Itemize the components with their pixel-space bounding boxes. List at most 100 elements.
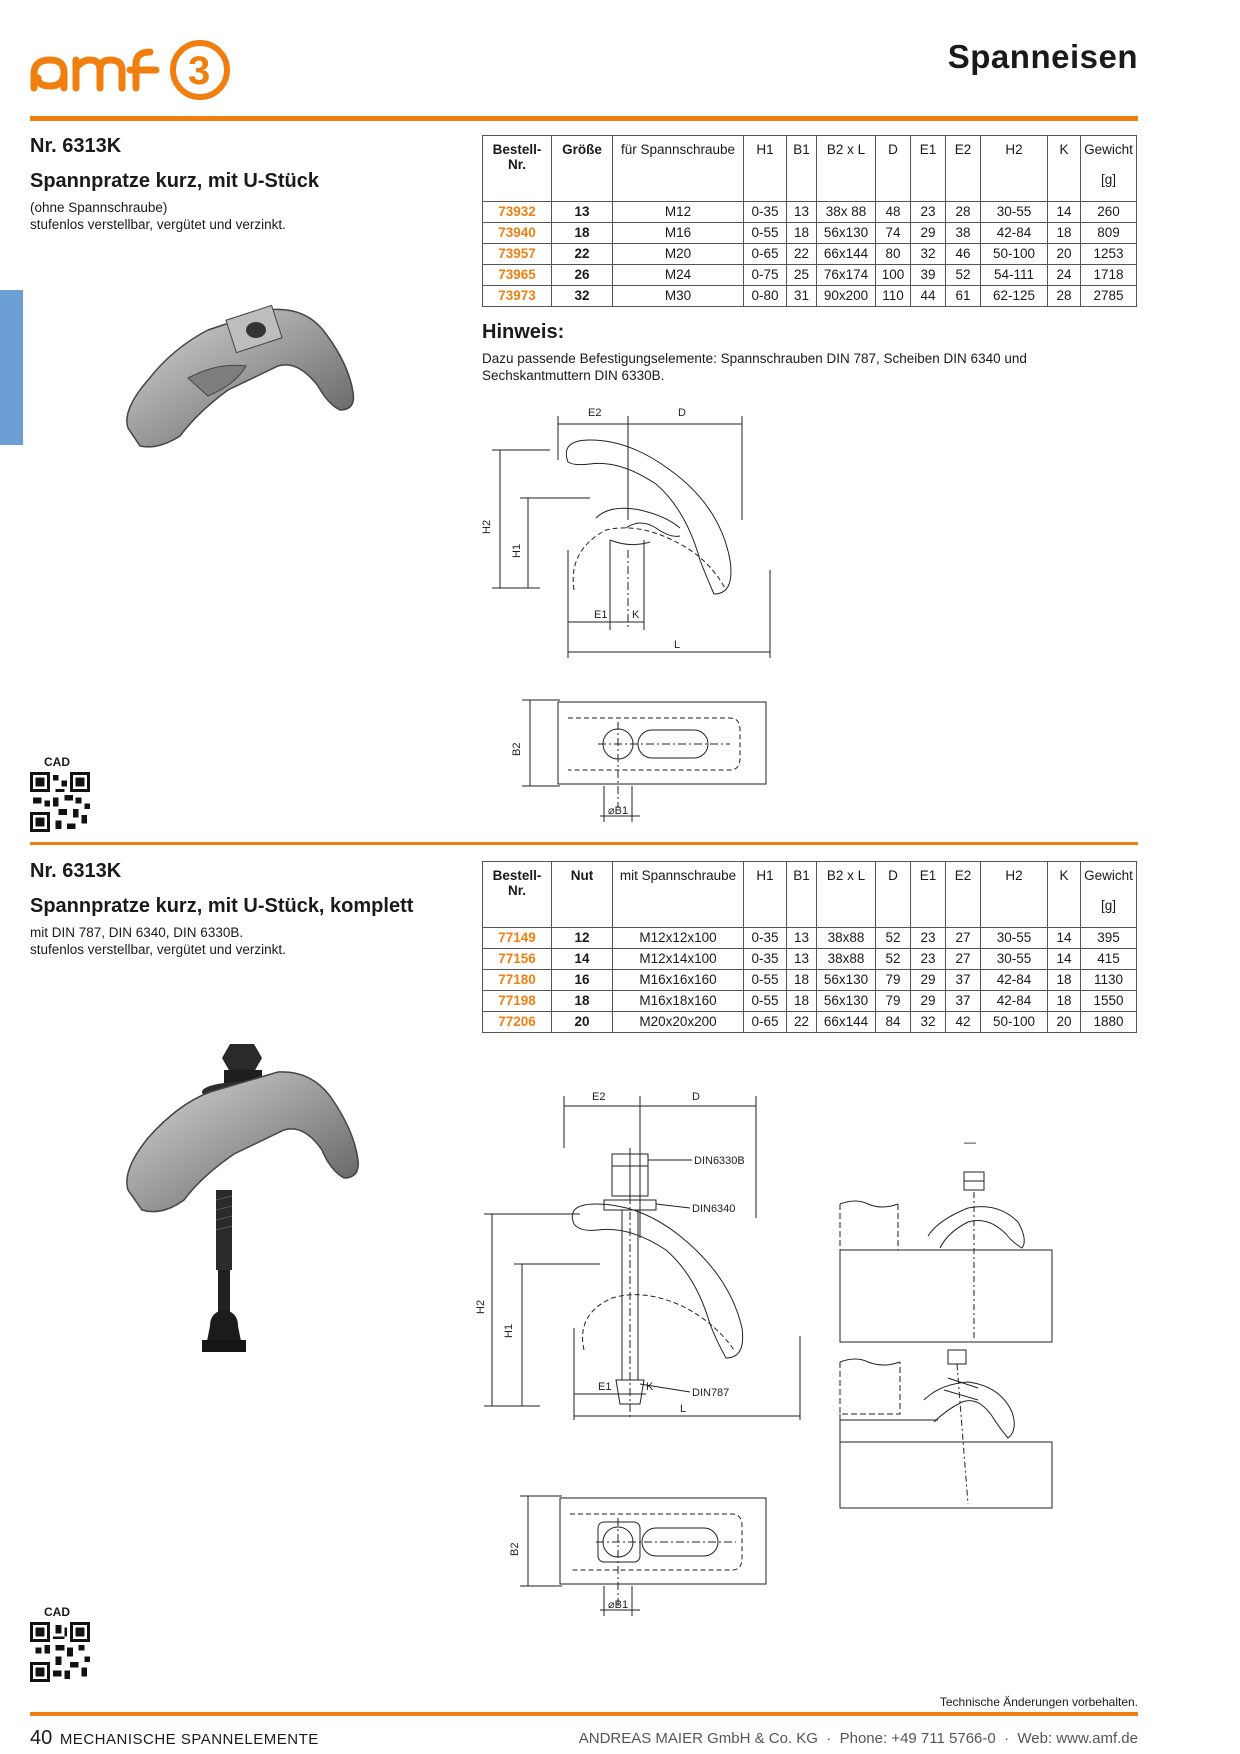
th-d: D bbox=[875, 861, 911, 928]
cell-b1: 18 bbox=[786, 222, 817, 244]
cell-weight: 1718 bbox=[1080, 264, 1137, 286]
cell-k: 20 bbox=[1047, 1011, 1081, 1033]
cell-size: 22 bbox=[551, 243, 613, 265]
cell-b1: 18 bbox=[786, 969, 817, 991]
side-tab bbox=[0, 290, 23, 445]
cell-h1: 0-65 bbox=[743, 243, 787, 265]
cell-size: 13 bbox=[551, 201, 613, 223]
application-drawings: — bbox=[828, 1130, 1058, 1530]
section1-desc-line1: (ohne Spannschraube) bbox=[30, 200, 168, 215]
th-screw: mit Spannschraube bbox=[612, 861, 744, 928]
cad-qr-code[interactable] bbox=[30, 772, 90, 832]
cell-k: 14 bbox=[1047, 201, 1081, 223]
cell-screw: M12x14x100 bbox=[612, 948, 744, 970]
cell-weight: 1880 bbox=[1080, 1011, 1137, 1033]
cell-weight: 260 bbox=[1080, 201, 1137, 223]
order-number[interactable]: 77149 bbox=[482, 927, 552, 949]
cell-d: 80 bbox=[875, 243, 911, 265]
order-number[interactable]: 73965 bbox=[482, 264, 552, 286]
th-k: K bbox=[1047, 861, 1081, 928]
cell-b2l: 56x130 bbox=[816, 969, 876, 991]
cell-h2: 62-125 bbox=[980, 285, 1048, 307]
cell-b1: 25 bbox=[786, 264, 817, 286]
cell-b2l: 56x130 bbox=[816, 990, 876, 1012]
hinweis-text: Dazu passende Befestigungselemente: Span… bbox=[482, 351, 1027, 383]
cell-b2l: 90x200 bbox=[816, 285, 876, 307]
dim-h2: H2 bbox=[481, 520, 493, 534]
cell-e2: 27 bbox=[945, 948, 981, 970]
cell-d: 100 bbox=[875, 264, 911, 286]
section1-title: Spannpratze kurz, mit U-Stück bbox=[30, 170, 319, 192]
section1-desc: (ohne Spannschraube) stufenlos verstellb… bbox=[30, 199, 286, 233]
order-number[interactable]: 77198 bbox=[482, 990, 552, 1012]
section2-table: Bestell-Nr. Nut mit Spannschraube H1 B1 … bbox=[482, 861, 1137, 1033]
cell-size: 20 bbox=[551, 1011, 613, 1033]
dim-h2: H2 bbox=[475, 1300, 487, 1314]
th-gewicht: Gewicht[g] bbox=[1080, 135, 1137, 202]
section2-desc: mit DIN 787, DIN 6340, DIN 6330B. stufen… bbox=[30, 924, 286, 958]
product-photo-clamp bbox=[118, 300, 368, 450]
cell-k: 14 bbox=[1047, 927, 1081, 949]
cell-e2: 37 bbox=[945, 969, 981, 991]
order-number[interactable]: 77180 bbox=[482, 969, 552, 991]
dim-e2: E2 bbox=[592, 1091, 605, 1103]
drawing1-side: E2 D H2 H1 E1 K L bbox=[480, 400, 800, 670]
cell-h2: 30-55 bbox=[980, 927, 1048, 949]
cell-e2: 42 bbox=[945, 1011, 981, 1033]
cell-k: 18 bbox=[1047, 990, 1081, 1012]
order-number[interactable]: 73973 bbox=[482, 285, 552, 307]
cell-e2: 61 bbox=[945, 285, 981, 307]
cell-b1: 13 bbox=[786, 201, 817, 223]
cell-size: 14 bbox=[551, 948, 613, 970]
order-number[interactable]: 77206 bbox=[482, 1011, 552, 1033]
th-bestell: Bestell-Nr. bbox=[482, 135, 552, 202]
cell-screw: M30 bbox=[612, 285, 744, 307]
cell-h1: 0-75 bbox=[743, 264, 787, 286]
cell-e2: 37 bbox=[945, 990, 981, 1012]
dim-b2: B2 bbox=[511, 743, 523, 756]
order-number[interactable]: 77156 bbox=[482, 948, 552, 970]
cad-qr-code[interactable] bbox=[30, 1622, 90, 1682]
th-bestell-1: Bestell- bbox=[492, 868, 542, 883]
section-divider bbox=[30, 842, 1138, 845]
cell-h1: 0-65 bbox=[743, 1011, 787, 1033]
footer-company: ANDREAS MAIER GmbH & Co. KG · Phone: +49… bbox=[578, 1730, 1138, 1747]
section2-number: Nr. 6313K bbox=[30, 860, 122, 882]
order-number[interactable]: 73940 bbox=[482, 222, 552, 244]
cell-h2: 54-111 bbox=[980, 264, 1048, 286]
cell-size: 16 bbox=[551, 969, 613, 991]
section1-number: Nr. 6313K bbox=[30, 135, 122, 157]
cell-size: 32 bbox=[551, 285, 613, 307]
cell-size: 12 bbox=[551, 927, 613, 949]
cell-b1: 22 bbox=[786, 243, 817, 265]
hinweis-title: Hinweis: bbox=[482, 321, 565, 343]
cell-k: 28 bbox=[1047, 285, 1081, 307]
cell-screw: M12x12x100 bbox=[612, 927, 744, 949]
th-e2: E2 bbox=[945, 135, 981, 202]
label-din6340: DIN6340 bbox=[692, 1203, 735, 1215]
label-din787: DIN787 bbox=[692, 1387, 729, 1399]
th-e1: E1 bbox=[910, 135, 946, 202]
cell-h2: 30-55 bbox=[980, 201, 1048, 223]
cell-e1: 23 bbox=[910, 927, 946, 949]
th-bestell-1: Bestell- bbox=[492, 142, 542, 157]
dim-k: K bbox=[646, 1381, 654, 1393]
cell-h2: 50-100 bbox=[980, 243, 1048, 265]
cell-screw: M20 bbox=[612, 243, 744, 265]
th-h2: H2 bbox=[980, 135, 1048, 202]
section2-desc-line1: mit DIN 787, DIN 6340, DIN 6330B. bbox=[30, 925, 244, 940]
tech-note: Technische Änderungen vorbehalten. bbox=[939, 1695, 1138, 1709]
th-e1: E1 bbox=[910, 861, 946, 928]
cell-h2: 50-100 bbox=[980, 1011, 1048, 1033]
order-number[interactable]: 73932 bbox=[482, 201, 552, 223]
th-b1: B1 bbox=[786, 135, 817, 202]
page-title: Spanneisen bbox=[947, 38, 1138, 75]
cell-screw: M12 bbox=[612, 201, 744, 223]
cell-size: 18 bbox=[551, 222, 613, 244]
order-number[interactable]: 73957 bbox=[482, 243, 552, 265]
